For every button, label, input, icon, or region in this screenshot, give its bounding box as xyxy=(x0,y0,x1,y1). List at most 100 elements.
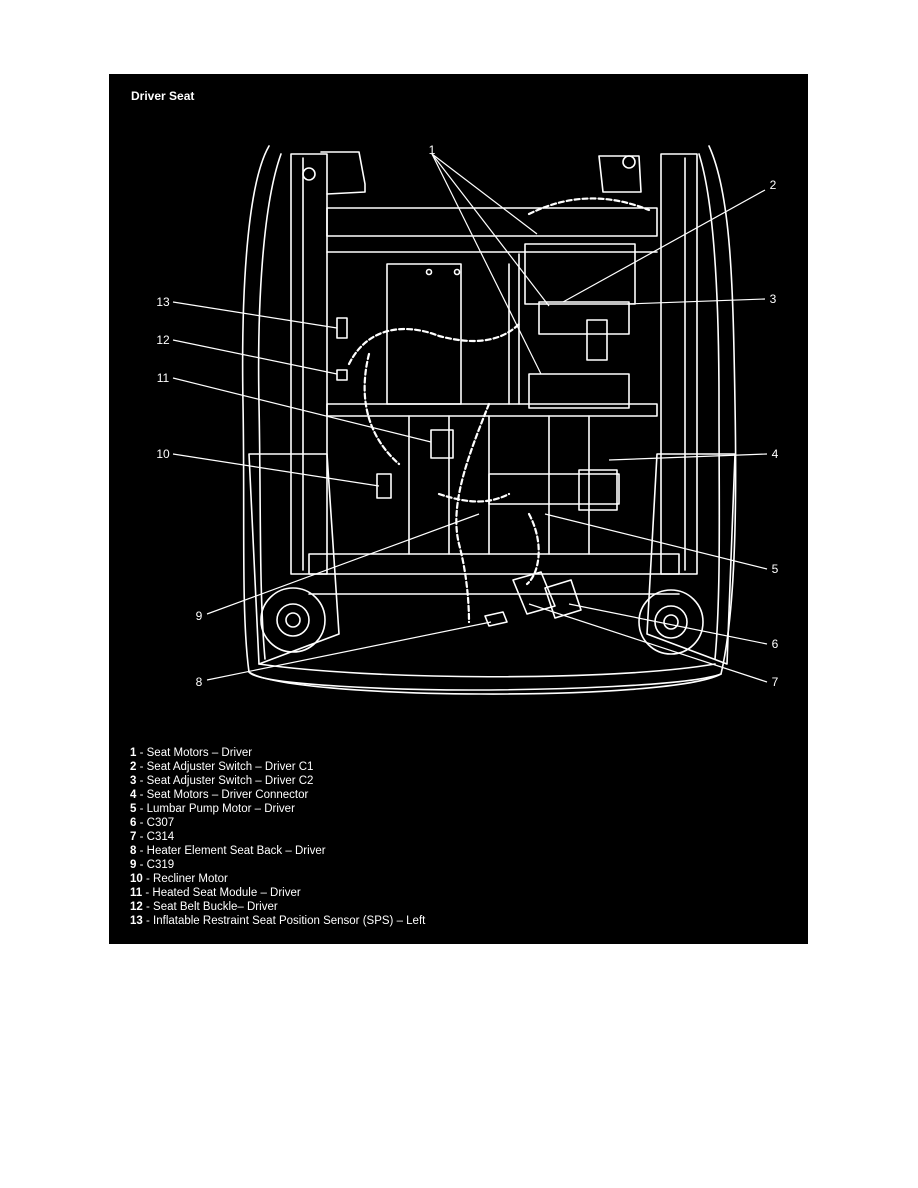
legend-label: Lumbar Pump Motor – Driver xyxy=(146,803,295,815)
leader-line-1 xyxy=(431,153,538,235)
callout-2: 2 xyxy=(770,178,777,192)
lower-cross-member xyxy=(308,553,680,575)
heater-connector xyxy=(484,611,508,627)
legend-number: 1 xyxy=(130,747,137,759)
callout-13: 13 xyxy=(156,295,170,309)
legend-number: 11 xyxy=(130,887,143,899)
callout-5: 5 xyxy=(772,562,779,576)
figure-panel: Driver Seat xyxy=(109,74,808,944)
legend-item: 2 - Seat Adjuster Switch – Driver C1 xyxy=(130,760,425,774)
leader-line-10 xyxy=(172,453,380,487)
legend-number: 9 xyxy=(130,859,137,871)
legend-separator: - xyxy=(142,887,153,899)
legend-separator: - xyxy=(136,747,147,759)
legend-label: Seat Motors – Driver Connector xyxy=(146,789,309,801)
callout-3: 3 xyxy=(770,292,777,306)
seat-diagram: 1 2 3 4 5 6 7 8 9 10 11 12 13 xyxy=(156,143,779,695)
right-rail xyxy=(660,153,698,575)
leader-line-13 xyxy=(172,301,338,329)
legend-separator: - xyxy=(136,845,147,857)
legend-number: 13 xyxy=(130,915,143,927)
legend-item: 5 - Lumbar Pump Motor – Driver xyxy=(130,802,425,816)
buckle-connector xyxy=(512,571,556,615)
legend-item: 4 - Seat Motors – Driver Connector xyxy=(130,788,425,802)
legend-item: 11 - Heated Seat Module – Driver xyxy=(130,886,425,900)
right-pivot-disc xyxy=(638,589,704,655)
callout-10: 10 xyxy=(156,447,170,461)
left-side-plate xyxy=(248,453,340,665)
legend-separator: - xyxy=(142,915,154,927)
legend-label: Heater Element Seat Back – Driver xyxy=(146,845,326,857)
seat-bottom-edge xyxy=(248,671,722,695)
legend-item: 9 - C319 xyxy=(130,858,425,872)
motor-cylinder xyxy=(586,319,608,361)
legend-separator: - xyxy=(136,859,147,871)
wiring-harness xyxy=(437,492,511,503)
left-pivot-hub xyxy=(285,612,301,628)
left-rail-bolt xyxy=(302,167,316,181)
legend-item: 13 - Inflatable Restraint Seat Position … xyxy=(130,914,425,928)
legend-label: Seat Adjuster Switch – Driver C1 xyxy=(146,761,314,773)
wiring-harness xyxy=(455,402,491,624)
connector-plug xyxy=(578,469,618,511)
right-top-bracket xyxy=(598,155,642,193)
seat-bottom-edge-2 xyxy=(258,663,716,678)
legend-item: 10 - Recliner Motor xyxy=(130,872,425,886)
leader-line-9 xyxy=(206,513,480,615)
legend-number: 6 xyxy=(130,817,137,829)
legend-label: Seat Belt Buckle– Driver xyxy=(153,901,278,913)
legend-label: Seat Adjuster Switch – Driver C2 xyxy=(146,775,314,787)
motor-switch xyxy=(538,301,630,335)
heated-module xyxy=(430,429,454,459)
callout-8: 8 xyxy=(196,675,203,689)
motor-housing xyxy=(524,243,636,305)
leader-line-4 xyxy=(608,453,768,461)
left-pivot-disc xyxy=(260,587,326,653)
legend-separator: - xyxy=(136,831,147,843)
parts-legend: 1 - Seat Motors – Driver 2 - Seat Adjust… xyxy=(130,746,425,928)
legend-separator: - xyxy=(136,803,147,815)
legend-label: Recliner Motor xyxy=(153,873,228,885)
callout-7: 7 xyxy=(772,675,779,689)
belt-buckle-connector xyxy=(336,369,348,381)
legend-label: C319 xyxy=(146,859,175,871)
back-panel xyxy=(386,263,462,405)
legend-number: 7 xyxy=(130,831,137,843)
wiring-harness xyxy=(525,512,540,586)
legend-number: 12 xyxy=(130,901,143,913)
legend-number: 10 xyxy=(130,873,143,885)
legend-label: C314 xyxy=(146,831,175,843)
recliner-motor xyxy=(376,473,392,499)
callout-9: 9 xyxy=(196,609,203,623)
legend-item: 3 - Seat Adjuster Switch – Driver C2 xyxy=(130,774,425,788)
legend-item: 7 - C314 xyxy=(130,830,425,844)
right-side-plate xyxy=(646,453,736,665)
right-pivot-disc-inner xyxy=(654,605,688,639)
leader-line-1 xyxy=(431,153,550,307)
legend-label: Heated Seat Module – Driver xyxy=(152,887,301,899)
panel-hole xyxy=(425,268,433,276)
legend-separator: - xyxy=(136,789,147,801)
legend-separator: - xyxy=(136,761,147,773)
sps-sensor xyxy=(336,317,348,339)
leader-line-1 xyxy=(431,153,542,375)
motor-linkage xyxy=(508,253,520,405)
wiring-harness xyxy=(363,352,401,466)
panel-hole xyxy=(453,268,461,276)
callout-4: 4 xyxy=(772,447,779,461)
leader-line-6 xyxy=(568,603,768,645)
left-pivot-disc-inner xyxy=(276,603,310,637)
figure-title: Driver Seat xyxy=(131,89,195,103)
top-cross-member xyxy=(326,207,658,237)
seat-outline-inner-right xyxy=(698,153,721,660)
legend-item: 8 - Heater Element Seat Back – Driver xyxy=(130,844,425,858)
motor-lower xyxy=(528,373,630,409)
left-top-bracket xyxy=(320,151,366,195)
seat-outline xyxy=(241,145,737,691)
connector-block xyxy=(488,473,620,505)
wiring-harness xyxy=(527,197,651,216)
right-rail-bolt xyxy=(622,155,636,169)
leader-line-2 xyxy=(562,189,766,303)
legend-item: 6 - C307 xyxy=(130,816,425,830)
legend-number: 5 xyxy=(130,803,137,815)
